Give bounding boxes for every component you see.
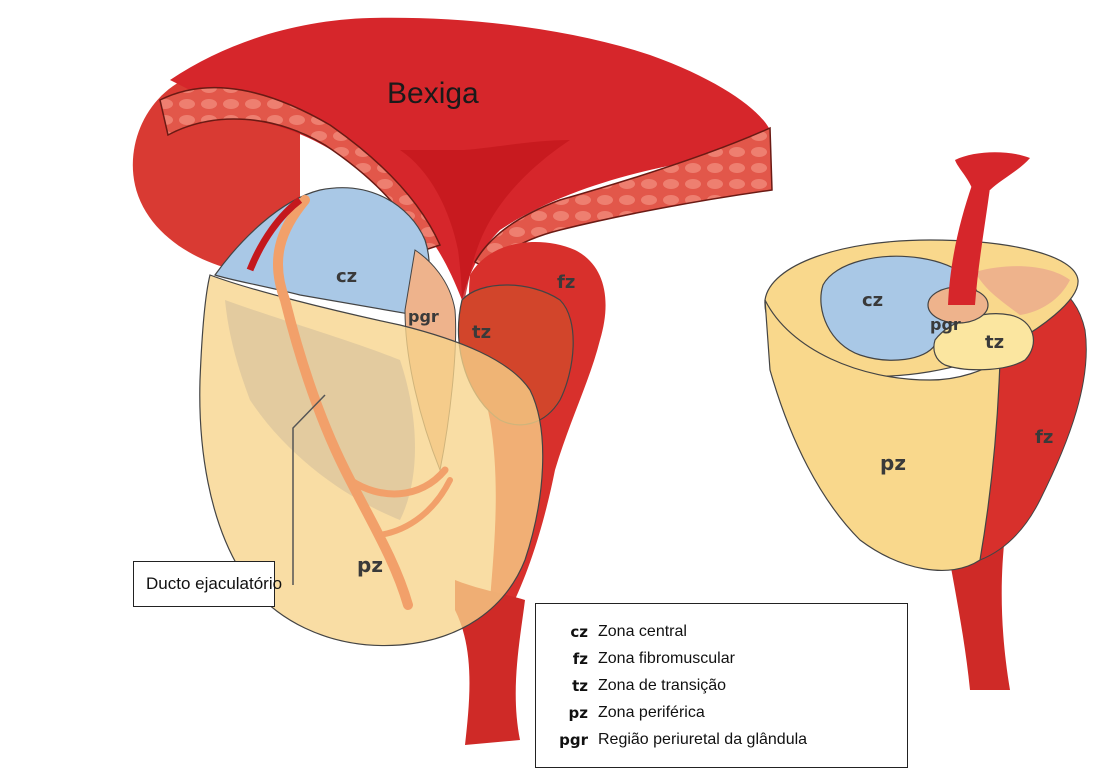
left-pgr-label: pgr — [408, 307, 439, 326]
legend-abbr: cz — [536, 623, 598, 641]
legend-abbr: fz — [536, 650, 598, 668]
legend-text: Zona periférica — [598, 704, 705, 722]
legend-item-tz: tz Zona de transição — [536, 672, 907, 699]
legend-item-pz: pz Zona periférica — [536, 699, 907, 726]
right-urethra-top — [955, 152, 1030, 190]
right-pz-label: pz — [880, 451, 906, 475]
legend-abbr: tz — [536, 677, 598, 695]
right-tz-label: tz — [985, 332, 1004, 353]
left-cz-label: cz — [336, 266, 357, 287]
ejaculatory-duct-callout: Ducto ejaculatório — [133, 561, 275, 607]
right-cz-label: cz — [862, 290, 883, 311]
legend-item-pgr: pgr Região periuretal da glândula — [536, 726, 907, 753]
legend: cz Zona central fz Zona fibromuscular tz… — [535, 603, 908, 768]
legend-text: Zona central — [598, 623, 687, 641]
bladder-title: Bexiga — [387, 77, 479, 110]
left-tz-label: tz — [472, 322, 491, 343]
right-fz-label: fz — [1035, 427, 1053, 448]
legend-text: Zona de transição — [598, 677, 726, 695]
legend-abbr: pz — [536, 704, 598, 722]
right-pgr-label: pgr — [930, 315, 961, 334]
legend-abbr: pgr — [536, 731, 598, 749]
legend-item-cz: cz Zona central — [536, 618, 907, 645]
legend-item-fz: fz Zona fibromuscular — [536, 645, 907, 672]
left-pz-label: pz — [357, 553, 383, 577]
ejaculatory-duct-label: Ducto ejaculatório — [146, 574, 282, 594]
left-fz-label: fz — [557, 272, 575, 293]
legend-text: Região periuretal da glândula — [598, 731, 807, 749]
legend-text: Zona fibromuscular — [598, 650, 735, 668]
